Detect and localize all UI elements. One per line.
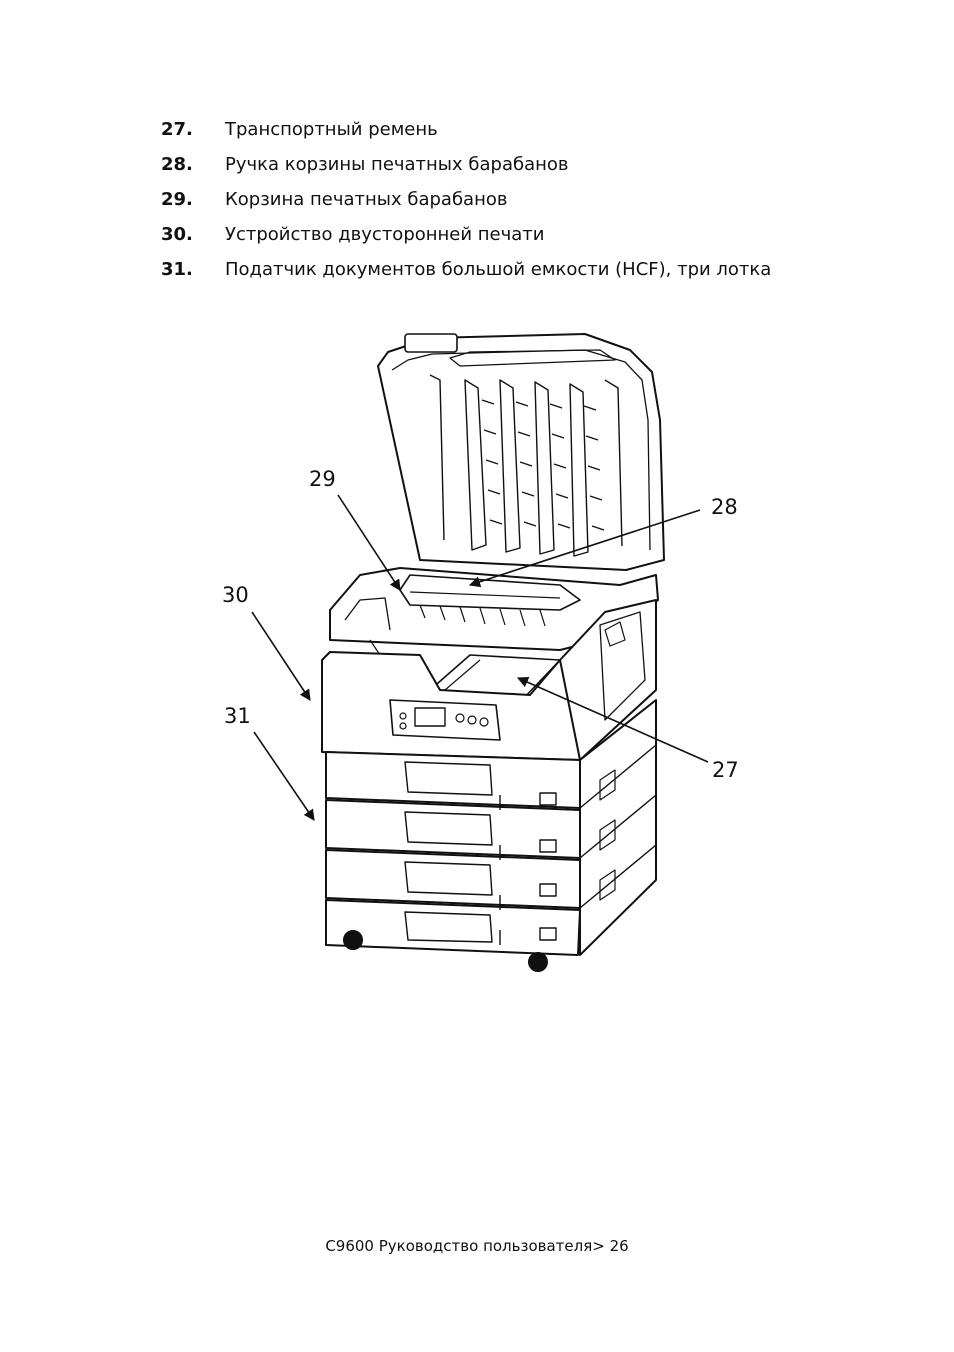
legend-number: 29.	[161, 189, 193, 210]
legend-text: Корзина печатных барабанов	[225, 189, 508, 210]
callout-28: 28	[711, 495, 738, 519]
legend-text: Транспортный ремень	[225, 119, 438, 140]
legend-item-29: 29. Корзина печатных барабанов	[161, 188, 771, 223]
legend-number: 28.	[161, 154, 193, 175]
legend-item-30: 30. Устройство двусторонней печати	[161, 223, 771, 258]
legend-item-28: 28. Ручка корзины печатных барабанов	[161, 153, 771, 188]
printer-illustration	[251, 333, 709, 972]
legend-item-27: 27. Транспортный ремень	[161, 118, 771, 153]
callout-30: 30	[222, 583, 249, 607]
legend-number: 30.	[161, 224, 193, 245]
legend-text: Устройство двусторонней печати	[225, 224, 545, 245]
legend-number: 27.	[161, 119, 193, 140]
callout-27: 27	[712, 758, 739, 782]
legend-text: Податчик документов большой емкости (HCF…	[225, 259, 772, 280]
legend-text: Ручка корзины печатных барабанов	[225, 154, 569, 175]
legend-number: 31.	[161, 259, 193, 280]
legend-list: 27. Транспортный ремень 28. Ручка корзин…	[161, 118, 771, 293]
page-footer: C9600 Руководство пользователя> 26	[325, 1237, 629, 1255]
callout-29: 29	[309, 467, 336, 491]
legend-item-31: 31. Податчик документов большой емкости …	[161, 258, 771, 293]
callout-31: 31	[224, 704, 251, 728]
